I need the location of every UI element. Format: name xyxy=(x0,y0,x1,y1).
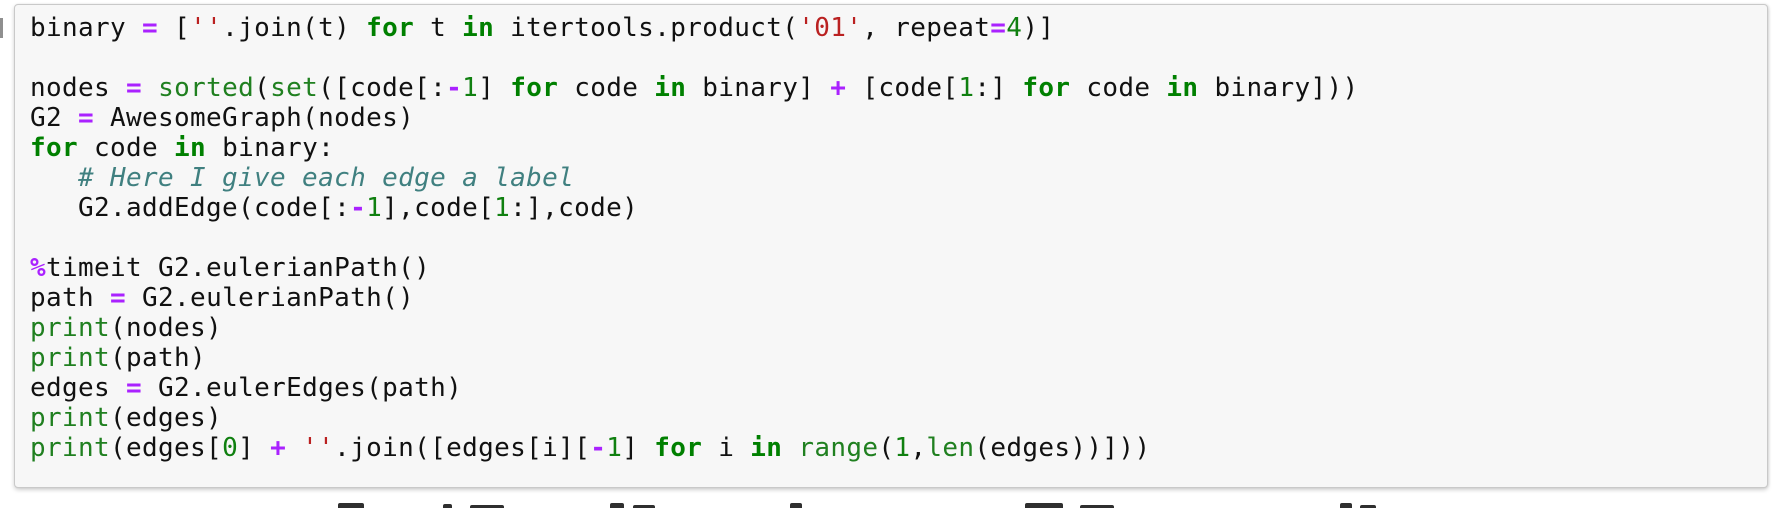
code-line: G2.addEdge(code[:-1],code[1:],code) xyxy=(30,193,639,223)
code-line: nodes = sorted(set([code[:-1] for code i… xyxy=(30,73,1359,103)
code-line: %timeit G2.eulerianPath() xyxy=(30,253,431,283)
code-line xyxy=(30,223,1752,253)
code-line: binary = [''.join(t) for t in itertools.… xyxy=(30,13,1055,43)
clipped-text-fragment xyxy=(0,500,1780,508)
code-line: edges = G2.eulerEdges(path) xyxy=(30,373,463,403)
code-line: path = G2.eulerianPath() xyxy=(30,283,415,313)
code-line: print(path) xyxy=(30,343,207,373)
code-line: print(edges) xyxy=(30,403,223,433)
cropped-left-edge-fragment xyxy=(0,18,3,38)
code-line: # Here I give each edge a label xyxy=(78,163,575,193)
code-line: G2 = AwesomeGraph(nodes) xyxy=(30,103,415,133)
code-line xyxy=(30,43,1752,73)
code-line: print(nodes) xyxy=(30,313,223,343)
code-line: for code in binary: xyxy=(30,133,335,163)
code-line: print(edges[0] + ''.join([edges[i][-1] f… xyxy=(30,433,1151,463)
code-editor[interactable]: binary = [''.join(t) for t in itertools.… xyxy=(15,5,1767,473)
code-cell: binary = [''.join(t) for t in itertools.… xyxy=(14,4,1768,488)
